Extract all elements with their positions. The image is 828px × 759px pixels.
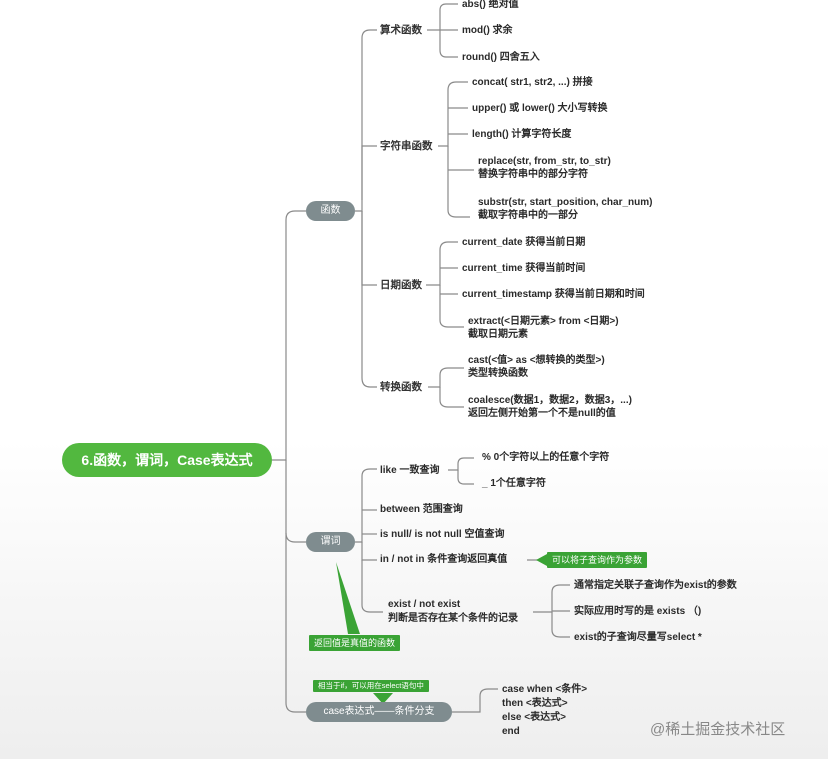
leaf-mod: mod() 求余 (462, 25, 513, 36)
category-string: 字符串函数 (380, 140, 433, 152)
leaf-exist-3: exist的子查询尽量写select * (574, 632, 702, 643)
predicates-node: 谓词 (306, 532, 355, 552)
category-date: 日期函数 (380, 279, 422, 291)
predicate-exist-desc: 判断是否存在某个条件的记录 (388, 613, 518, 624)
leaf-upper-lower: upper() 或 lower() 大小写转换 (472, 103, 608, 114)
leaf-cast-desc: 类型转换函数 (468, 368, 528, 379)
case-line-1: case when <条件> (502, 684, 588, 695)
category-arith: 算术函数 (380, 24, 422, 36)
leaf-cast: cast(<值> as <想转换的类型>) (468, 355, 605, 366)
leaf-exist-1: 通常指定关联子查询作为exist的参数 (574, 580, 737, 591)
case-note: 相当于if，可以用在select语句中 (313, 680, 429, 692)
leaf-concat: concat( str1, str2, ...) 拼接 (472, 77, 593, 88)
leaf-length: length() 计算字符长度 (472, 129, 572, 140)
leaf-current-time: current_time 获得当前时间 (462, 263, 586, 274)
case-node: case表达式——条件分支 (306, 702, 452, 722)
predicate-is-null: is null/ is not null 空值查询 (380, 529, 505, 540)
leaf-replace-desc: 替换字符串中的部分字符 (478, 169, 588, 180)
leaf-abs: abs() 绝对值 (462, 0, 519, 10)
leaf-exist-2: 实际应用时写的是 exists （) (574, 606, 702, 617)
leaf-extract: extract(<日期元素> from <日期>) (468, 316, 619, 327)
leaf-coalesce: coalesce(数据1，数据2，数据3，...) (468, 395, 632, 406)
leaf-replace: replace(str, from_str, to_str) (478, 156, 611, 167)
functions-node: 函数 (306, 201, 355, 221)
predicate-bottom-note: 返回值是真值的函数 (309, 635, 401, 651)
root-node: 6.函数，谓词，Case表达式 (62, 443, 272, 477)
category-convert: 转换函数 (380, 381, 422, 393)
predicate-in: in / not in 条件查询返回真值 (380, 554, 508, 565)
watermark: @稀土掘金技术社区 (650, 721, 786, 738)
predicate-exist: exist / not exist (388, 599, 461, 610)
leaf-round: round() 四舍五入 (462, 52, 540, 63)
in-note: 可以将子查询作为参数 (547, 552, 648, 568)
leaf-coalesce-desc: 返回左侧开始第一个不是null的值 (468, 408, 616, 419)
leaf-like-percent: % 0个字符以上的任意个字符 (482, 452, 610, 463)
leaf-current-date: current_date 获得当前日期 (462, 237, 586, 248)
case-line-3: else <表达式> (502, 712, 566, 723)
leaf-substr-desc: 截取字符串中的一部分 (478, 210, 578, 221)
leaf-like-underscore: _ 1个任意字符 (482, 478, 546, 489)
case-line-4: end (502, 726, 520, 737)
case-line-2: then <表达式> (502, 698, 568, 709)
predicate-between: between 范围查询 (380, 504, 463, 515)
leaf-substr: substr(str, start_position, char_num) (478, 197, 653, 208)
predicate-like: like 一致查询 (380, 465, 440, 476)
leaf-current-timestamp: current_timestamp 获得当前日期和时间 (462, 289, 645, 300)
leaf-extract-desc: 截取日期元素 (468, 329, 528, 340)
